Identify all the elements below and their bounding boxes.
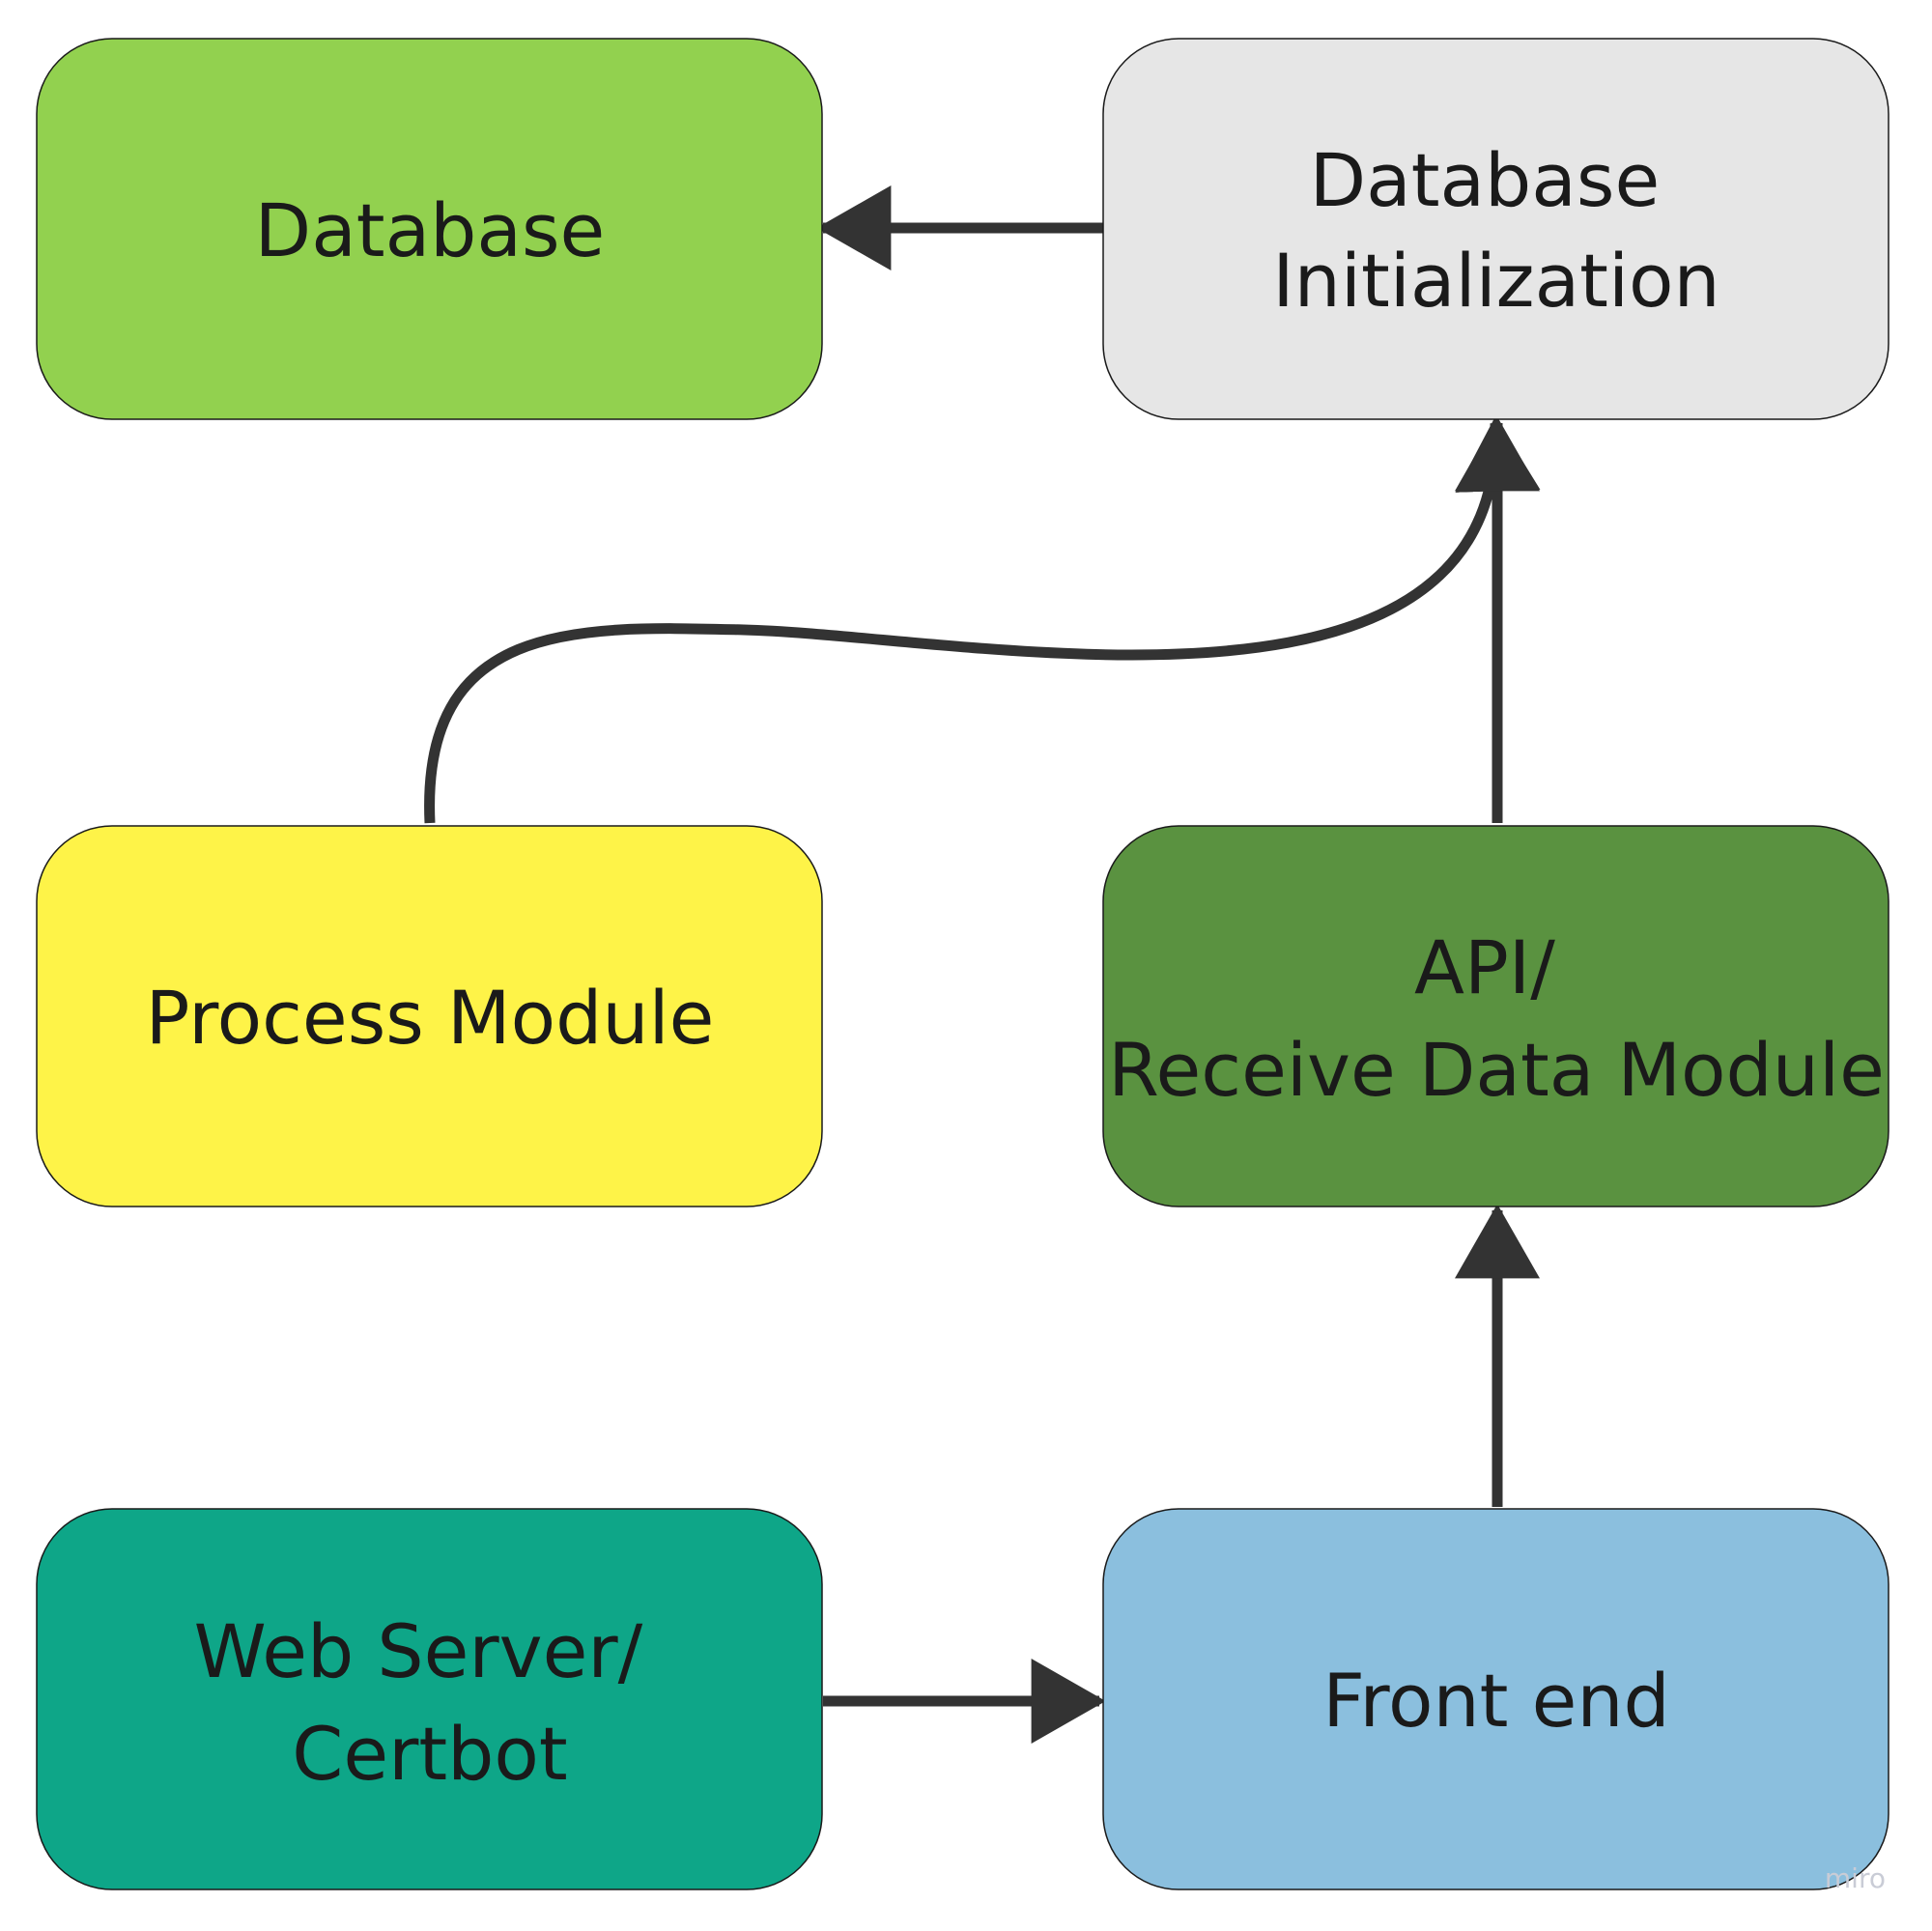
web-server-box <box>36 1508 823 1890</box>
node-web-server-certbot[interactable]: Web Server/ Certbot <box>36 1508 823 1890</box>
node-api-receive-data-module[interactable]: API/ Receive Data Module <box>1102 825 1889 1207</box>
api-module-label: API/ Receive Data Module <box>1108 924 1885 1113</box>
front-end-box <box>1102 1508 1889 1890</box>
database-initialization-label: Database Initialization <box>1272 137 1719 324</box>
database-initialization-box <box>1102 38 1889 420</box>
front-end-label: Front end <box>1322 1658 1670 1744</box>
process-module-label: Process Module <box>146 975 715 1061</box>
node-database-initialization[interactable]: Database Initialization <box>1102 38 1889 420</box>
database-box <box>36 38 823 420</box>
miro-watermark: miro <box>1825 1862 1886 1894</box>
web-server-label: Web Server/ Certbot <box>194 1608 667 1797</box>
node-front-end[interactable]: Front end <box>1102 1508 1889 1890</box>
node-process-module[interactable]: Process Module <box>36 825 823 1207</box>
node-database[interactable]: Database <box>36 38 823 420</box>
edge-process-to-dbinit <box>424 416 1541 824</box>
process-module-box <box>36 825 823 1207</box>
database-label: Database <box>255 187 606 273</box>
api-module-box <box>1102 825 1889 1207</box>
